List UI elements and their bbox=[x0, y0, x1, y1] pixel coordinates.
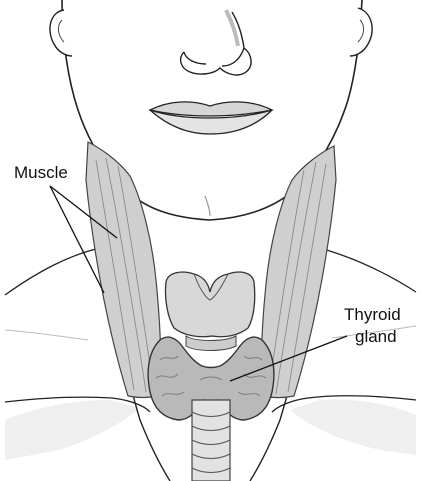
muscle-label: Muscle bbox=[14, 163, 68, 182]
trachea bbox=[192, 400, 230, 481]
thyroid-label-line2: gland bbox=[355, 327, 397, 346]
thyroid-label-line1: Thyroid bbox=[344, 305, 401, 324]
